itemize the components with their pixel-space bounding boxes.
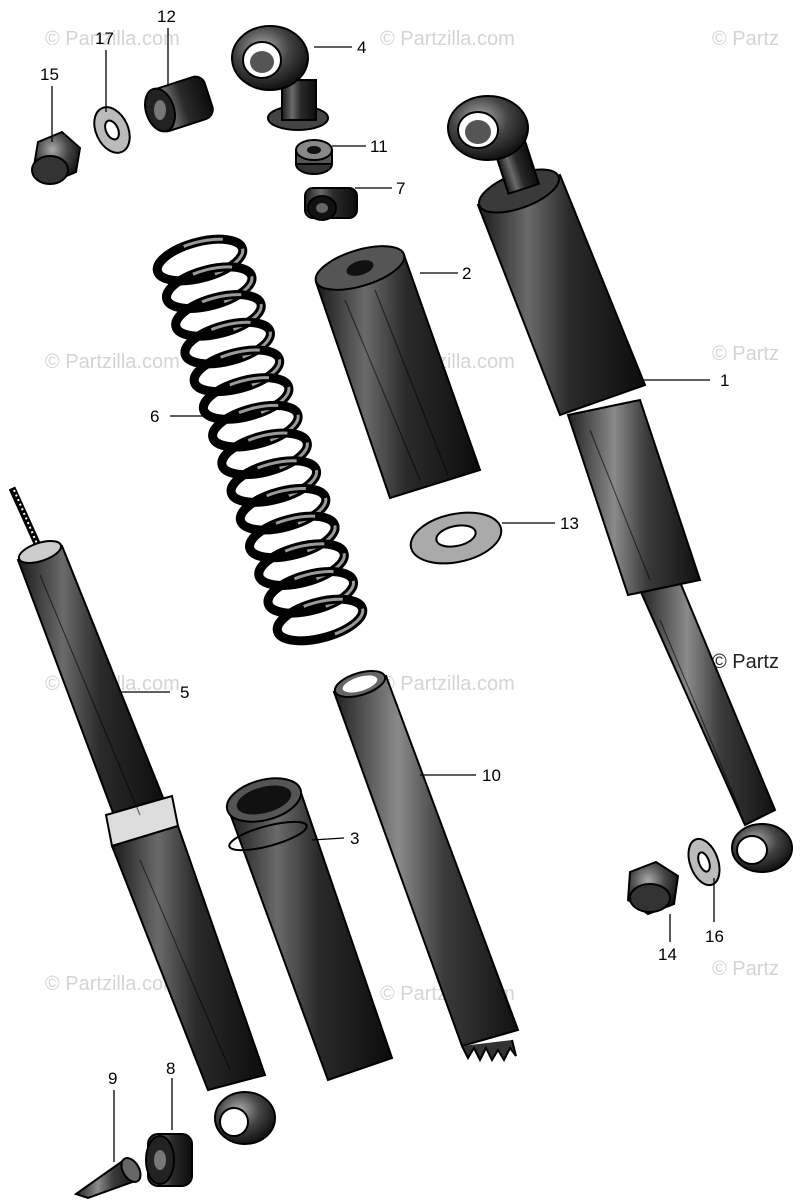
spring-coil-highlight bbox=[164, 265, 254, 310]
watermark-text: © Partz bbox=[712, 958, 779, 980]
spring-coil-highlight bbox=[174, 293, 263, 338]
spring-coil-highlight bbox=[201, 376, 291, 421]
spring-coil bbox=[189, 345, 285, 397]
spring-coil bbox=[180, 317, 275, 369]
plain-washer-icon bbox=[687, 837, 721, 887]
callout-13: 13 bbox=[560, 514, 579, 533]
callout-3: 3 bbox=[350, 829, 359, 848]
callout-15: 15 bbox=[40, 65, 59, 84]
watermark-text: © Partzilla.com bbox=[45, 973, 180, 995]
watermark-text: © Partz bbox=[712, 28, 779, 50]
spring-coil-highlight bbox=[275, 597, 365, 643]
spring-coil bbox=[171, 290, 266, 341]
shock-upper-cover-icon bbox=[447, 95, 793, 873]
spring-coil-highlight bbox=[155, 237, 245, 283]
cap-nut-icon bbox=[31, 130, 82, 185]
callout-10: 10 bbox=[482, 766, 501, 785]
spring-coil bbox=[254, 539, 349, 590]
spring-coil-highlight bbox=[211, 403, 300, 449]
watermark-text: © Partz bbox=[712, 651, 779, 673]
callout-4: 4 bbox=[357, 38, 366, 57]
callout-16: 16 bbox=[705, 927, 724, 946]
spring-coil-highlight bbox=[220, 431, 309, 477]
flanged-bushing-icon bbox=[145, 1133, 193, 1187]
rubber-bush-icon bbox=[144, 75, 214, 133]
coil-spring-icon bbox=[152, 234, 368, 646]
watermark-text: © Partzilla.com bbox=[45, 351, 180, 373]
spring-coil-highlight bbox=[248, 514, 337, 560]
spring-coil-highlight bbox=[192, 348, 282, 394]
watermark-text: © Partzilla.com bbox=[45, 28, 180, 50]
watermark-text: © Partz bbox=[712, 343, 779, 365]
spring-coil bbox=[272, 594, 368, 646]
upper-eye-joint-icon bbox=[231, 25, 329, 131]
callout-11: 11 bbox=[370, 137, 388, 156]
spring-coil bbox=[263, 567, 359, 618]
leader-lines bbox=[51, 28, 715, 1162]
watermark-text: © Partzilla.com bbox=[380, 673, 515, 695]
slotted-guide-tube-icon bbox=[332, 670, 520, 1063]
collar-sleeve-icon bbox=[73, 1157, 142, 1200]
spring-coil bbox=[245, 511, 340, 563]
cap-nut-icon bbox=[626, 860, 680, 916]
spring-coil bbox=[198, 373, 294, 424]
callout-7: 7 bbox=[396, 179, 405, 198]
spring-coil-highlight bbox=[229, 459, 319, 504]
spring-coil-highlight bbox=[238, 486, 328, 532]
callout-1: 1 bbox=[720, 371, 729, 390]
spring-coil bbox=[217, 428, 312, 480]
callout-9: 9 bbox=[108, 1069, 117, 1088]
spring-seat-cup-icon bbox=[225, 777, 394, 1082]
spring-coil bbox=[226, 456, 322, 507]
callout-14: 14 bbox=[658, 945, 677, 964]
callout-17: 17 bbox=[95, 29, 114, 48]
spring-coil-highlight bbox=[183, 320, 272, 366]
rubber-bushing-icon bbox=[304, 187, 358, 221]
dust-cover-tube-icon bbox=[314, 245, 482, 500]
spring-coil bbox=[152, 234, 248, 286]
spring-coil bbox=[161, 262, 257, 313]
callout-labels: 1 2 3 4 5 6 7 8 9 10 11 12 13 14 15 16 1… bbox=[40, 7, 729, 1088]
watermark-text: © Partzilla.com bbox=[380, 28, 515, 50]
flat-washer-icon bbox=[409, 511, 503, 565]
lock-nut-icon bbox=[295, 139, 333, 175]
spring-coil-highlight bbox=[257, 542, 346, 587]
spring-coil bbox=[235, 483, 331, 535]
callout-6: 6 bbox=[150, 407, 159, 426]
callout-12: 12 bbox=[157, 7, 176, 26]
plain-washer-icon bbox=[93, 106, 131, 154]
spring-coil bbox=[208, 400, 303, 452]
spring-coil-highlight bbox=[266, 570, 356, 615]
callout-5: 5 bbox=[180, 683, 189, 702]
damper-unit-icon bbox=[8, 486, 276, 1145]
callout-2: 2 bbox=[462, 264, 471, 283]
callout-8: 8 bbox=[166, 1059, 175, 1078]
